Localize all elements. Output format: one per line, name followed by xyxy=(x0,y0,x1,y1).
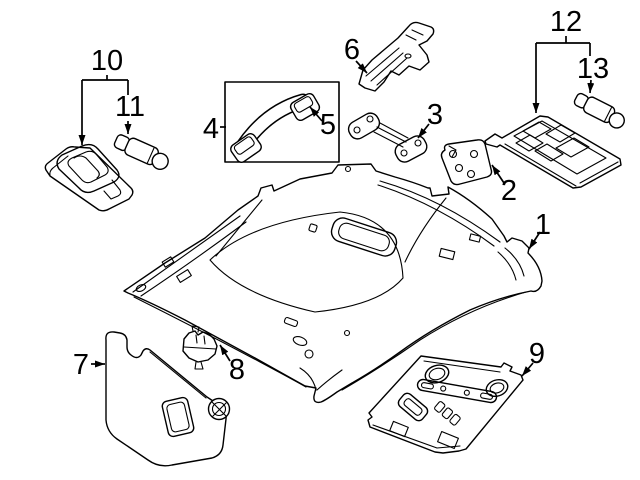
leader-10-bracket xyxy=(82,75,129,95)
leader-3 xyxy=(417,123,430,139)
handle-bezel-outer xyxy=(56,143,120,194)
leader-13-arrow xyxy=(587,79,595,94)
overhead-console-drawing xyxy=(367,355,524,454)
bracket-ridges xyxy=(365,47,408,86)
console-outline xyxy=(484,115,622,189)
corner-band xyxy=(497,247,525,281)
callout-label-3: 3 xyxy=(427,99,443,131)
leader-5 xyxy=(309,106,323,122)
callout-label-7: 7 xyxy=(73,349,89,381)
sunroof-opening xyxy=(330,217,398,257)
bracket-strap xyxy=(373,122,409,148)
handle-grip xyxy=(73,155,100,179)
callout-label-10: 10 xyxy=(91,45,123,77)
leader-8 xyxy=(219,344,231,362)
bracket-pad-left xyxy=(347,112,381,140)
visor-crease xyxy=(149,351,207,399)
overhead-lamp-console-drawing xyxy=(484,115,622,189)
switch-bar xyxy=(416,378,498,404)
grab-handle-drawing xyxy=(224,81,340,163)
leader-6 xyxy=(355,60,368,74)
crease-right xyxy=(404,197,447,263)
detail-box xyxy=(224,81,340,163)
handle-end-cap-lower xyxy=(230,133,262,163)
callout-label-2: 2 xyxy=(501,175,517,207)
callout-label-5: 5 xyxy=(320,109,336,141)
rail-band-right xyxy=(377,180,501,247)
clip-hole xyxy=(308,223,318,233)
base-plate xyxy=(44,146,134,212)
callout-leaders xyxy=(78,36,595,377)
clip-outline xyxy=(182,330,218,363)
callout-label-13: 13 xyxy=(577,53,609,85)
plate-outline xyxy=(440,139,493,186)
support-bracket-drawing xyxy=(347,112,428,163)
tail-lines xyxy=(299,367,343,391)
rim-bottom-left xyxy=(133,296,307,388)
vanity-mirror xyxy=(161,396,195,438)
callout-labels: 1 2 3 4 5 6 7 8 9 10 11 12 13 xyxy=(73,6,609,386)
foot xyxy=(103,179,122,200)
handle-bezel-inner xyxy=(67,150,109,184)
console9-outline xyxy=(367,355,524,454)
callout-label-1: 1 xyxy=(535,209,551,241)
callout-label-6: 6 xyxy=(344,34,360,66)
console-tray xyxy=(513,120,607,175)
headliner-drawing xyxy=(123,163,543,404)
headliner-outline xyxy=(123,163,543,404)
leader-12-bracket xyxy=(536,36,591,56)
crease-left xyxy=(215,199,263,257)
visor-outline xyxy=(105,331,227,467)
plate-thickness xyxy=(49,155,69,177)
slot xyxy=(161,256,175,268)
visor-clip-drawing xyxy=(182,325,218,370)
mounting-plate-drawing xyxy=(440,139,493,186)
slot xyxy=(468,233,482,243)
lamp-housing-drawing xyxy=(44,143,134,212)
festoon-bulb-11-drawing xyxy=(113,134,169,171)
rim-bottom-right xyxy=(341,291,527,391)
callout-label-8: 8 xyxy=(229,354,245,386)
switch-block xyxy=(397,392,429,422)
center-field-line xyxy=(209,211,404,313)
bracket-outline xyxy=(358,21,435,92)
leader-1 xyxy=(528,231,541,250)
left-tip-hole xyxy=(135,284,147,292)
button-cluster xyxy=(434,401,461,426)
leader-9 xyxy=(521,362,534,377)
callout-label-4: 4 xyxy=(203,113,219,145)
callout-label-9: 9 xyxy=(529,338,545,370)
roof-bracket-drawing xyxy=(358,21,435,92)
sun-visor-drawing xyxy=(105,331,231,467)
tab-hole xyxy=(344,165,352,173)
callout-label-11: 11 xyxy=(115,91,145,123)
festoon-bulb-13-drawing xyxy=(573,92,625,129)
map-light-right xyxy=(485,378,509,398)
rail-band-left xyxy=(132,215,247,297)
slot xyxy=(176,269,192,283)
callout-label-12: 12 xyxy=(550,6,582,38)
leader-2 xyxy=(491,164,505,184)
slot xyxy=(438,247,456,261)
